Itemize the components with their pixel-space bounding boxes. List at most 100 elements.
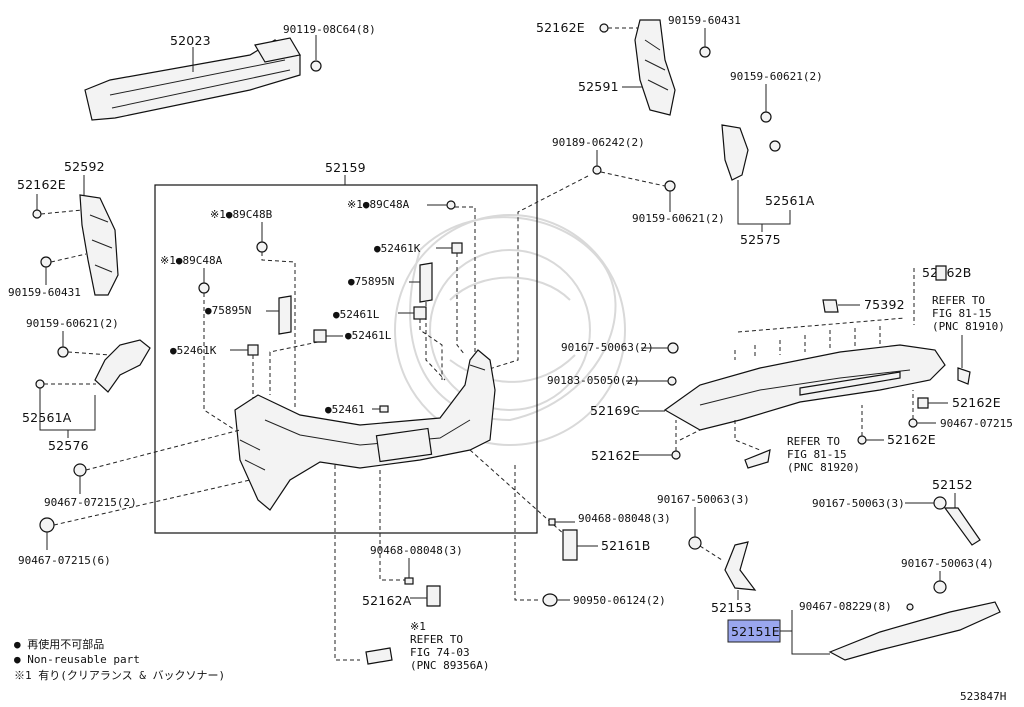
part-sensor-bracket[interactable] [365,647,393,665]
legend-non-reusable-jp: ● 再使用不可部品 [14,637,104,651]
part-refer2[interactable] [744,449,771,469]
part-52461K-top[interactable] [451,242,463,254]
dash-to-refer-74-03 [334,465,360,661]
clip-90468-08048-3a[interactable] [548,518,556,526]
legend-note-1: ※1 有り(クリアランス & バックソナー) [14,668,225,682]
label-90167-50063-3a: 90167-50063(3) [657,493,750,506]
part-52461K-left[interactable] [247,344,259,356]
label-90467-07215-2: 90467-07215(2) [44,496,137,509]
label-90119: 90119-08C64(8) [283,23,376,36]
nut-90159-60621-left[interactable] [57,346,69,358]
part-89C48A-left[interactable] [198,282,210,294]
part-refer1[interactable] [957,367,971,385]
label-90167-50063-2: 90167-50063(2) [561,341,654,354]
label-refer2-a: REFER TO [787,435,840,448]
part-52159-bumper-cover[interactable] [234,349,496,511]
label-90159-60621-right: 90159-60621(2) [730,70,823,83]
dash-52461L-2 [269,341,319,395]
part-75895N-left[interactable] [278,295,292,335]
part-52591-bracket[interactable] [634,19,676,116]
label-89C48A-top: ※1●89C48A [347,198,410,211]
dash-refer2 [734,420,761,451]
part-52153[interactable] [724,541,757,591]
label-90467-07215-right: 90467-07215 [940,417,1013,430]
label-refer3-d: (PNC 89356A) [410,659,489,672]
label-90468-08048-3b: 90468-08048(3) [370,544,463,557]
label-52461L-top: ●52461L [333,308,380,321]
nut-90159-60431-top[interactable] [699,46,711,58]
watermark-emblem [394,214,626,446]
label-90159-60431-left: 90159-60431 [8,286,81,299]
label-90159-60621-mid: 90159-60621(2) [632,212,725,225]
label-52162E-top: 52162E [536,20,585,35]
label-52161B: 52161B [601,538,651,553]
label-52592: 52592 [64,159,105,174]
label-52576: 52576 [48,438,89,453]
label-refer2-b: FIG 81-15 [787,448,847,461]
part-75895N-right[interactable] [419,262,433,303]
part-52161B[interactable] [562,529,578,561]
label-52575: 52575 [740,232,781,247]
part-52561A-bracket-right[interactable] [721,124,781,181]
part-52461L-top[interactable] [413,306,427,320]
label-90167-50063-3b: 90167-50063(3) [812,497,905,510]
label-75895N-right: ●75895N [348,275,394,288]
part-52152[interactable] [943,507,981,546]
screw-90189[interactable] [592,165,602,175]
label-refer2-c: (PNC 81920) [787,461,860,474]
screw-90167-50063-2[interactable] [667,342,679,354]
clip-90467-07215-right[interactable] [908,418,918,428]
dash-right-clips [861,390,914,436]
nut-90159-60431-left[interactable] [40,256,52,268]
clip-90467-08229[interactable] [906,603,914,611]
part-52169C-lower-bumper[interactable] [663,344,946,431]
screw-90167-50063-3b[interactable] [933,496,947,510]
screw-bracket-left[interactable] [35,379,45,389]
part-75392[interactable] [822,299,839,313]
screw-90167-50063-3a[interactable] [688,536,702,550]
label-52461L-2: ●52461L [345,329,392,342]
nut-90183[interactable] [667,376,677,386]
clip-52162E-right2[interactable] [857,435,867,445]
part-52023-reinforcement[interactable] [84,37,301,121]
screw-90167-50063-4[interactable] [933,580,947,594]
clip-52162E-top[interactable] [599,23,609,33]
part-52461L-2[interactable] [313,329,327,343]
label-90167-50063-4: 90167-50063(4) [901,557,994,570]
part-52461[interactable] [379,405,389,413]
clip-52162E-right1[interactable] [917,397,929,409]
leader-52151E [791,610,830,655]
clip-52162B[interactable] [935,265,947,281]
clip-90467-07215-6[interactable] [39,517,55,533]
nut-90159-60621-mid[interactable] [664,180,676,192]
clip-90467-07215-2[interactable] [73,463,87,477]
label-52162E-left: 52162E [17,177,66,192]
dash-90159-60431-left [50,253,87,263]
dash-75895N-right [425,302,446,381]
label-52162E-right2: 52162E [887,432,936,447]
bolt-90119[interactable] [310,60,322,72]
label-90189: 90189-06242(2) [552,136,645,149]
assembly-frame [154,184,538,534]
part-52162A[interactable] [426,585,441,607]
label-refer1-a: REFER TO [932,294,985,307]
clip-90468-08048-3b[interactable] [404,577,414,585]
label-90950: 90950-06124(2) [573,594,666,607]
part-52592-bracket-left[interactable] [79,194,119,296]
clip-52162E-mid[interactable] [671,450,681,460]
part-52561A-bracket-left[interactable] [94,339,151,393]
leader-52575-group [737,180,791,225]
nut-90159-60621-right[interactable] [760,111,772,123]
part-52151E-molding[interactable] [828,601,1001,661]
label-52461K-left: ●52461K [170,344,217,357]
dash-to-90950 [514,465,540,601]
part-89C48B[interactable] [256,241,268,253]
label-52561A-right: 52561A [765,193,815,208]
part-89C48A-top[interactable] [446,200,456,210]
label-75895N-left: ●75895N [205,304,251,317]
clip-52162E-left[interactable] [32,209,42,219]
label-52153: 52153 [711,600,752,615]
dash-90167-50063-3a [699,545,723,561]
part-90950[interactable] [542,593,558,607]
